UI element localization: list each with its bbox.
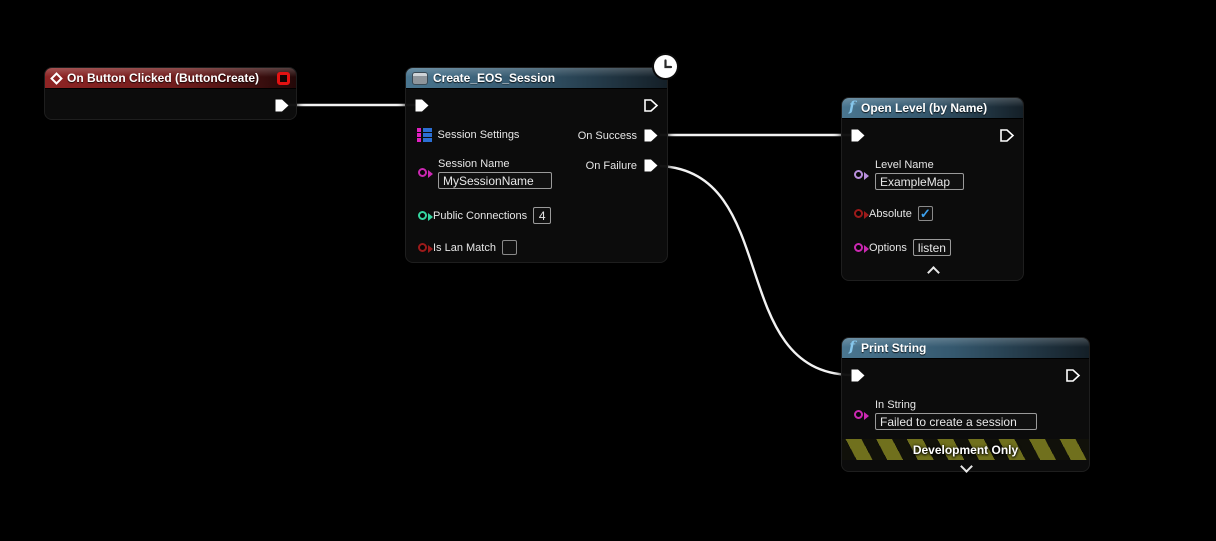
node-header[interactable]: f Print String [842, 338, 1089, 359]
name-pin-level-name[interactable] [854, 170, 869, 180]
collapsed-graph-icon [413, 72, 427, 84]
expand-chevron-icon[interactable] [960, 460, 973, 473]
node-title: Print String [861, 341, 927, 355]
exec-on-success-pin[interactable] [643, 128, 659, 143]
widget-binding-icon [277, 72, 290, 85]
pin-label-is-lan-match: Is Lan Match [433, 241, 496, 254]
node-header[interactable]: f Open Level (by Name) [842, 98, 1023, 119]
options-input[interactable] [912, 239, 951, 256]
string-pin-session-name[interactable] [418, 168, 433, 178]
development-only-label: Development Only [912, 442, 1019, 457]
exec-input-pin[interactable] [850, 368, 866, 383]
node-header[interactable]: On Button Clicked (ButtonCreate) [45, 68, 296, 89]
exec-then-pin[interactable] [643, 98, 659, 113]
absolute-checkbox[interactable]: ✓ [917, 206, 933, 221]
development-only-banner: Development Only [842, 439, 1089, 460]
pin-label-on-success: On Success [577, 129, 637, 142]
pin-label-in-string: In String [875, 399, 916, 411]
in-string-input[interactable] [875, 413, 1037, 430]
public-connections-input[interactable] [533, 207, 552, 224]
exec-then-pin[interactable] [1065, 368, 1081, 383]
node-title: Create_EOS_Session [433, 71, 556, 85]
pin-label-session-name: Session Name [438, 158, 510, 170]
exec-then-pin[interactable] [999, 128, 1015, 143]
bool-pin-absolute[interactable] [854, 209, 869, 219]
pin-label-level-name: Level Name [875, 159, 934, 171]
level-name-input[interactable] [875, 173, 964, 190]
session-settings-struct-icon[interactable] [417, 128, 432, 142]
function-icon: f [849, 99, 856, 115]
session-name-input[interactable] [438, 172, 552, 189]
string-pin-in-string[interactable] [854, 410, 869, 420]
int-pin-public-connections[interactable] [418, 211, 433, 221]
event-icon [50, 71, 63, 85]
bool-pin-is-lan-match[interactable] [418, 243, 433, 253]
node-title: On Button Clicked (ButtonCreate) [67, 71, 259, 85]
pin-label-options: Options [869, 241, 907, 254]
exec-input-pin[interactable] [414, 98, 430, 113]
node-on-button-clicked[interactable]: On Button Clicked (ButtonCreate) [44, 67, 297, 120]
is-lan-match-checkbox[interactable] [501, 240, 517, 255]
string-pin-options[interactable] [854, 243, 869, 253]
node-print-string[interactable]: f Print String In String Development Onl… [841, 337, 1090, 473]
node-header[interactable]: Create_EOS_Session [406, 68, 667, 89]
exec-on-failure-pin[interactable] [643, 158, 659, 173]
pin-label-absolute: Absolute [869, 207, 912, 220]
pin-label-on-failure: On Failure [585, 159, 637, 172]
node-title: Open Level (by Name) [861, 101, 988, 115]
node-open-level[interactable]: f Open Level (by Name) Level Name Absolu… [841, 97, 1024, 281]
exec-output-pin[interactable] [274, 98, 290, 113]
wire-exec-onfailure-to-printstring [659, 164, 852, 377]
function-icon: f [849, 339, 856, 355]
exec-input-pin[interactable] [850, 128, 866, 143]
pin-label-public-connections: Public Connections [433, 209, 528, 222]
collapse-chevron-icon[interactable] [927, 266, 940, 279]
pin-label-session-settings: Session Settings [437, 128, 520, 141]
node-create-eos-session[interactable]: Create_EOS_Session Session Settings On S… [405, 55, 677, 263]
latent-clock-icon [654, 55, 677, 78]
